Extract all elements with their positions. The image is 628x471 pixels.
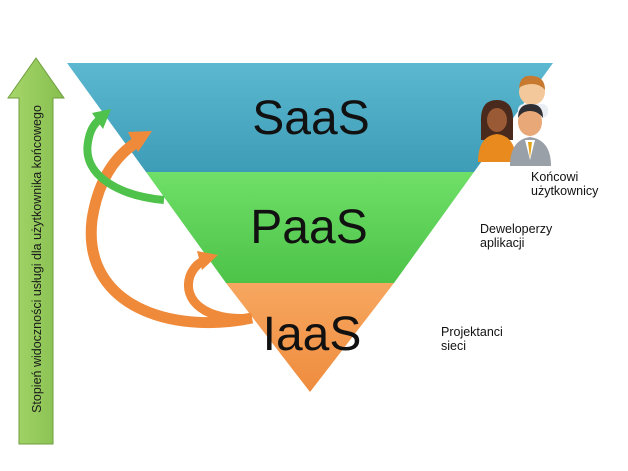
orange-curve-to-saas bbox=[85, 135, 254, 329]
orange-curve-to-paas bbox=[184, 254, 253, 323]
paas-label: PaaS bbox=[250, 201, 367, 254]
green-curve-to-saas bbox=[83, 115, 165, 204]
orange-curved-arrows bbox=[85, 131, 254, 329]
orange-arrowhead-saas bbox=[128, 131, 152, 152]
people-end-users-icon bbox=[478, 75, 551, 166]
iaas-label: IaaS bbox=[263, 308, 362, 361]
paas-layer bbox=[146, 172, 474, 283]
iaas-layer bbox=[226, 283, 394, 392]
green-curved-arrow bbox=[83, 109, 165, 204]
green-arrowhead-saas bbox=[92, 109, 111, 129]
developers-label: Deweloperzy aplikacji bbox=[480, 222, 553, 250]
saas-label: SaaS bbox=[252, 92, 369, 145]
end-users-label: Końcowi użytkownicy bbox=[531, 170, 599, 198]
orange-arrowhead-paas bbox=[197, 251, 218, 270]
visibility-axis-arrow bbox=[7, 57, 65, 445]
saas-layer bbox=[67, 63, 553, 172]
network-designers-label: Projektanci sieci bbox=[441, 325, 503, 353]
visibility-axis-label: Stopień widoczności usługi dla użytkowni… bbox=[30, 105, 44, 413]
